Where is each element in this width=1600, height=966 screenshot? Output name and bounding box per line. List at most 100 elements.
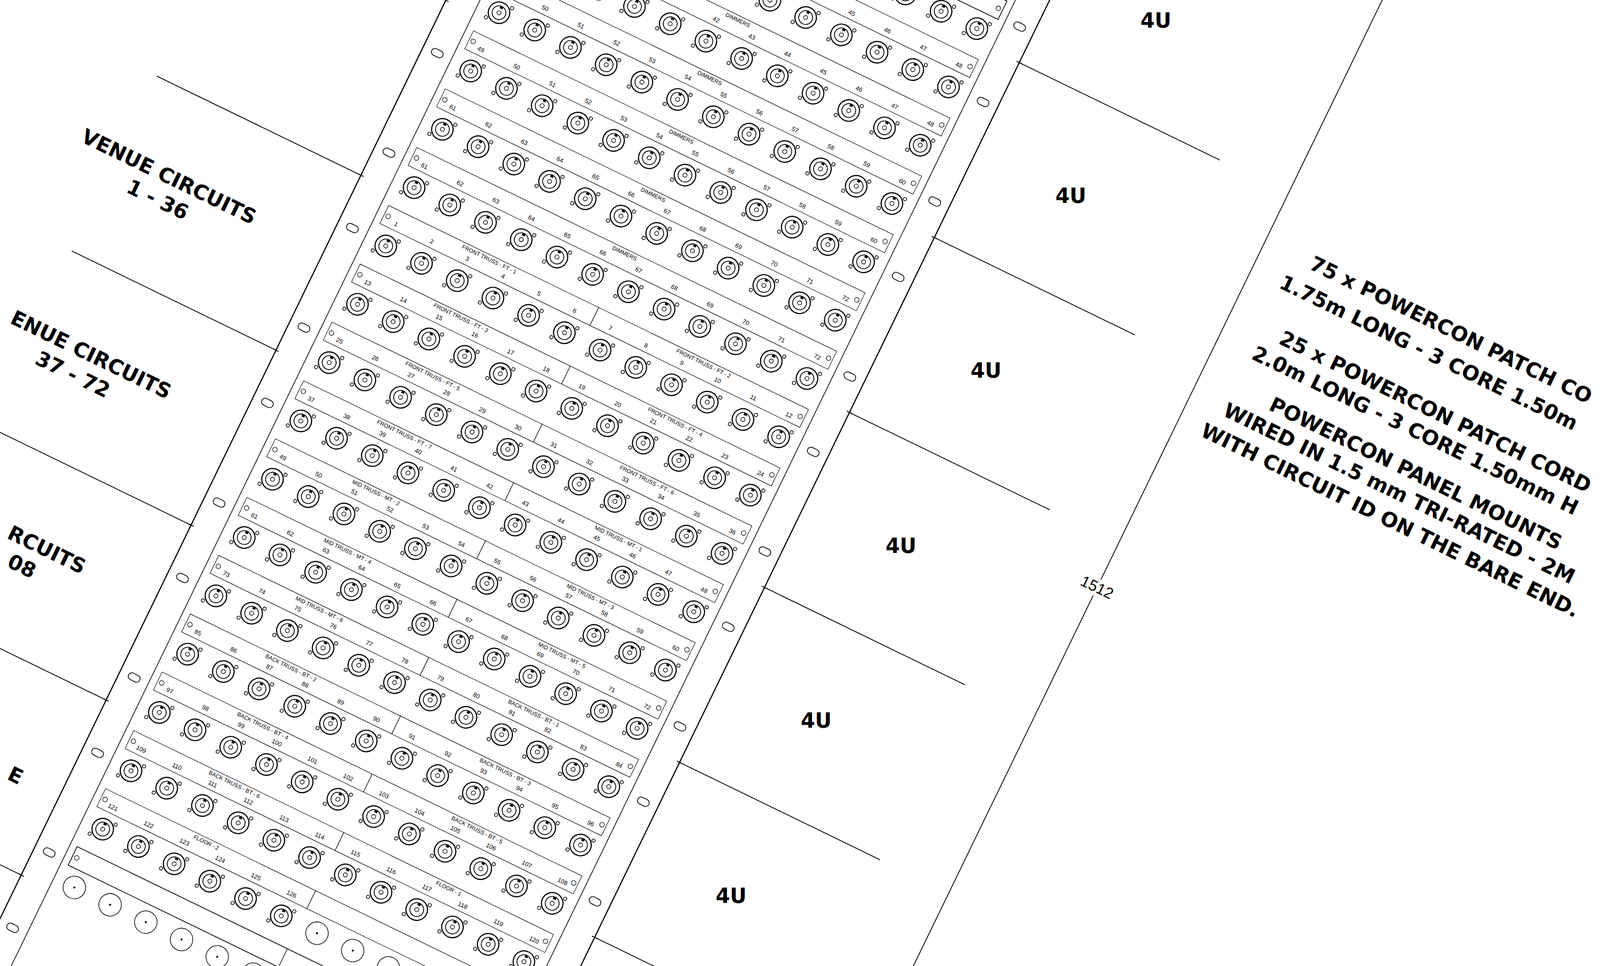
connector-key: [694, 604, 699, 609]
connector-insert: [477, 573, 496, 593]
screw-hole: [498, 166, 504, 172]
connector-key: [471, 64, 476, 68]
circuit-number: 74: [257, 587, 267, 597]
powercon-connector: [754, 0, 785, 16]
connector-pin: [789, 224, 796, 231]
circuit-number: 99: [236, 720, 246, 731]
screw-hole: [485, 376, 490, 381]
connector-pin: [604, 422, 611, 429]
connector-body: [351, 726, 381, 756]
connector-pin: [213, 592, 219, 599]
strip-divider: [505, 482, 514, 501]
screw-hole: [790, 19, 796, 25]
screw-hole: [735, 497, 740, 503]
screw-hole: [486, 736, 492, 742]
rack-unit-line: [849, 412, 1050, 510]
screw-hole: [234, 664, 239, 670]
connector-key: [657, 226, 662, 231]
connector-key: [502, 727, 507, 732]
connector-key: [102, 821, 108, 826]
strip-divider: [476, 540, 486, 559]
connector-insert: [910, 135, 930, 155]
connector-pin: [497, 370, 504, 377]
screw-hole: [521, 393, 526, 399]
screw-hole: [243, 691, 249, 696]
connector-body: [698, 102, 728, 132]
connector-body: [430, 836, 460, 866]
connector-pin: [746, 131, 753, 137]
strip-fixing-hole: [825, 355, 832, 362]
connector-insert: [590, 340, 610, 360]
connector-key: [167, 781, 172, 785]
connector-body: [563, 108, 593, 138]
screw-hole: [727, 421, 733, 427]
connector-pin: [655, 591, 661, 598]
screw-hole: [545, 23, 551, 29]
screw-hole: [497, 576, 503, 581]
powercon-connector: [477, 282, 508, 314]
blank-centre: [144, 920, 148, 924]
connector-key: [414, 180, 419, 185]
connector-pin: [354, 301, 361, 307]
strip-fixing-hole: [910, 180, 917, 187]
screw-hole: [205, 722, 211, 728]
circuit-number: 65: [562, 231, 572, 241]
powercon-connector: [401, 894, 432, 925]
rack-edge: [322, 0, 1218, 966]
screw-hole: [311, 413, 317, 419]
screw-hole: [213, 798, 218, 804]
connector-insert: [293, 772, 312, 792]
connector-insert: [628, 718, 647, 738]
connector-pin: [576, 481, 583, 487]
screw-hole: [113, 822, 119, 827]
powercon-connector: [541, 241, 572, 273]
powercon-connector: [493, 795, 525, 826]
circuit-number: 66: [428, 597, 438, 608]
strip-label: MID TRUSS - MT - 4: [322, 536, 373, 566]
connector-key: [693, 243, 698, 248]
rack-mount-hole: [588, 895, 603, 907]
screw-hole: [613, 294, 618, 299]
strip-fixing-hole: [740, 529, 747, 536]
connector-key: [570, 40, 575, 45]
connector-insert: [555, 323, 574, 342]
connector-body: [457, 417, 487, 447]
powercon-connector: [869, 112, 900, 143]
connector-pin: [406, 830, 413, 837]
connector-body: [287, 767, 317, 797]
screw-hole: [662, 101, 668, 107]
powercon-connector: [656, 369, 687, 400]
screw-hole: [816, 10, 822, 16]
connector-body: [933, 72, 963, 102]
strip-divider: [363, 773, 372, 793]
connector-insert: [407, 900, 426, 919]
screw-hole: [434, 207, 440, 213]
connector-key: [630, 645, 635, 650]
screw-hole: [598, 142, 604, 148]
connector-pin: [627, 649, 633, 656]
circuit-number: 59: [861, 160, 871, 170]
circuit-number: 53: [421, 522, 431, 532]
connector-body: [502, 871, 531, 901]
powercon-connector: [592, 410, 623, 441]
connector-insert: [496, 78, 516, 98]
connector-key: [565, 325, 570, 330]
connector-key: [451, 558, 456, 563]
connector-insert: [754, 276, 774, 295]
connector-body: [280, 691, 309, 721]
screw-hole: [704, 605, 710, 610]
screw-hole: [723, 110, 729, 115]
connector-pin: [490, 295, 496, 301]
screw-hole: [229, 539, 234, 545]
connector-body: [466, 854, 495, 883]
dimension-tick: [760, 583, 769, 592]
connector-body: [478, 283, 508, 313]
connector-key: [849, 103, 854, 108]
connector-body: [570, 184, 600, 214]
connector-key: [516, 878, 522, 883]
connector-insert: [598, 416, 617, 435]
connector-body: [152, 773, 181, 803]
connector-pin: [305, 493, 311, 500]
connector-body: [728, 404, 758, 434]
connector-body: [691, 26, 721, 56]
